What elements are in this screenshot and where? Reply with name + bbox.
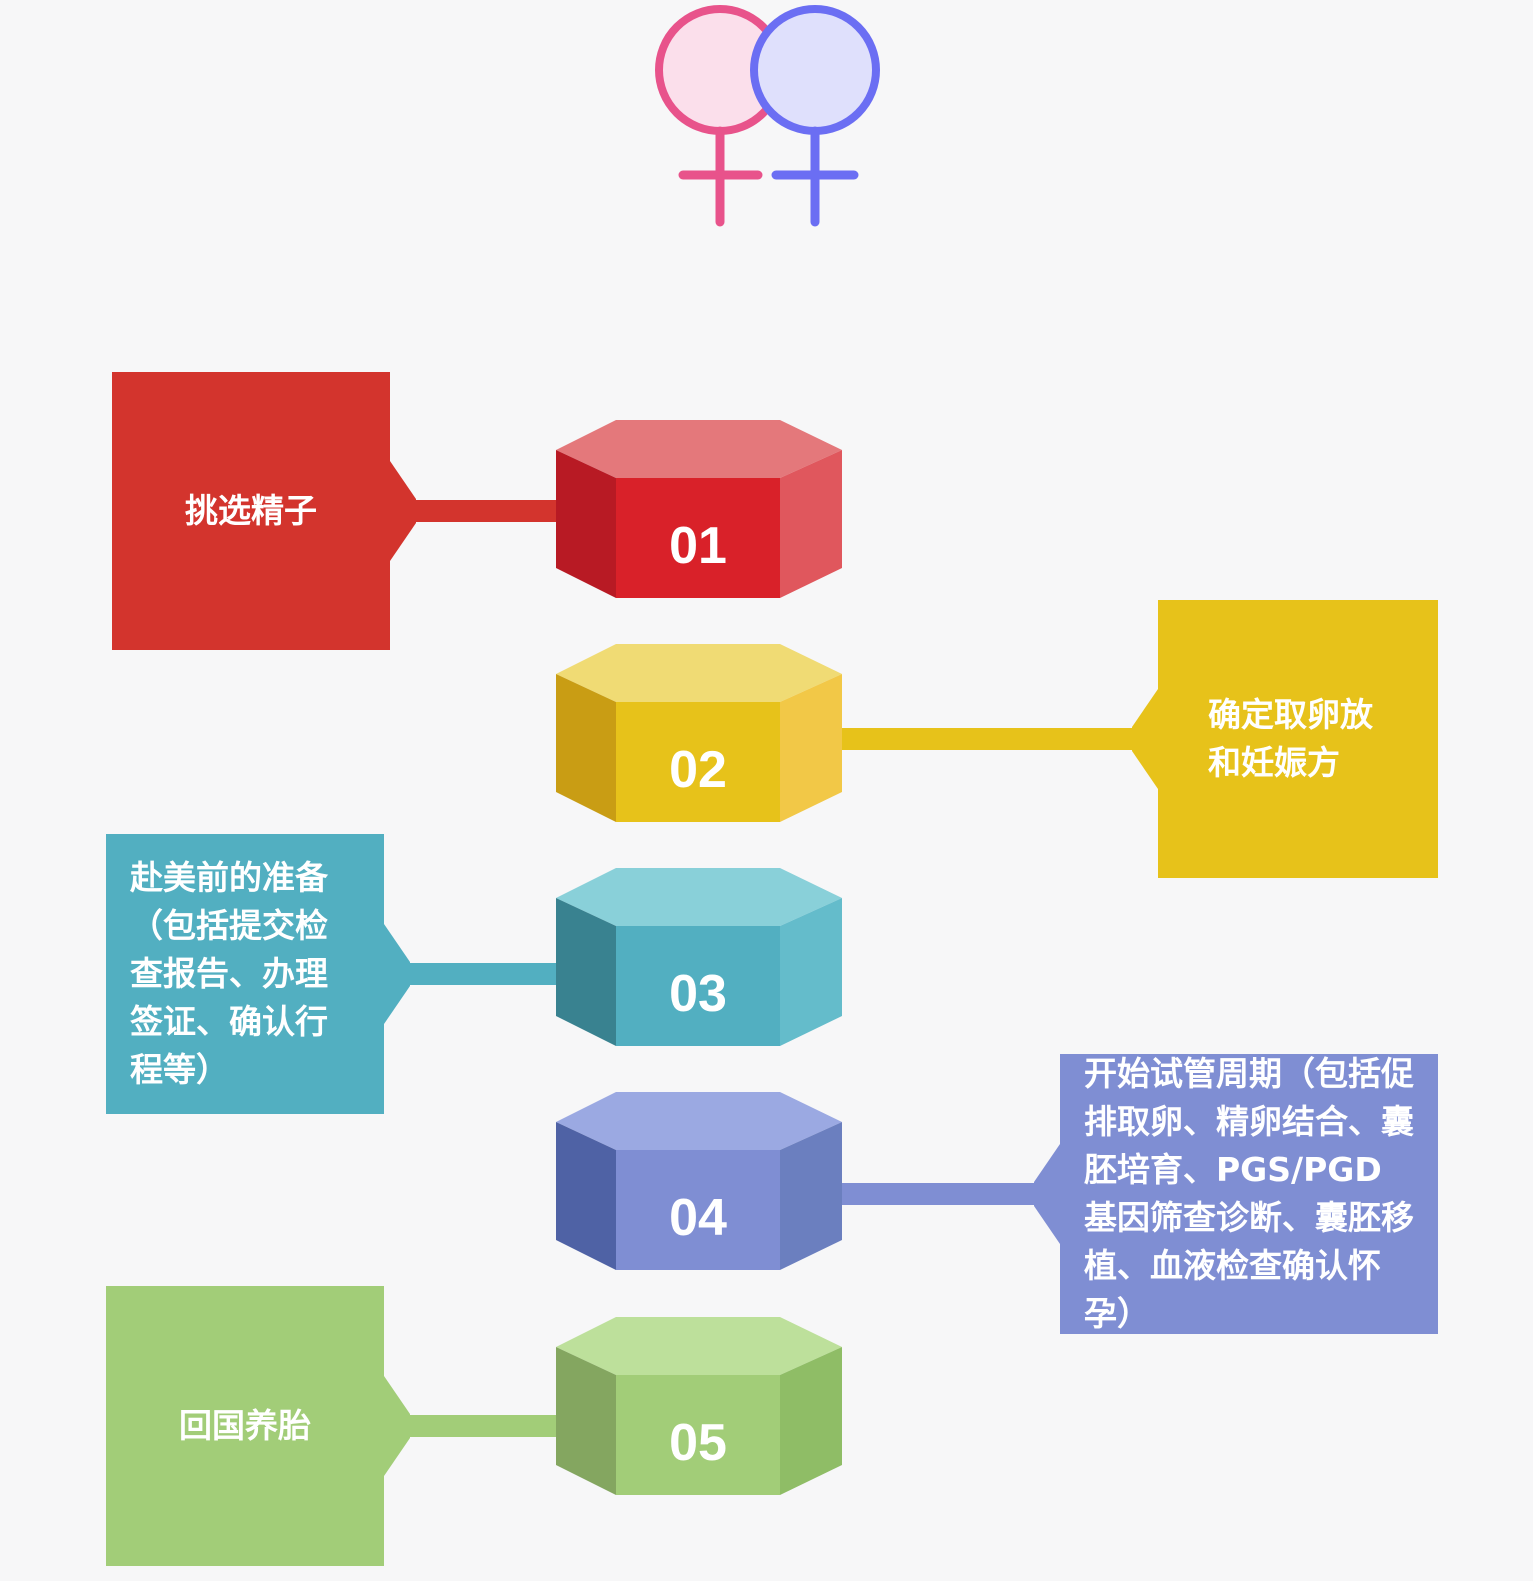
step-03-description-box: 赴美前的准备（包括提交检查报告、办理签证、确认行程等） bbox=[106, 834, 384, 1114]
step-05-prism-right bbox=[780, 1347, 842, 1495]
step-04-description-text: 开始试管周期（包括促排取卵、精卵结合、囊胚培育、PGS/PGD基因筛查诊断、囊胚… bbox=[1084, 1054, 1414, 1333]
step-02-description-text: 确定取卵放和妊娠方 bbox=[1208, 695, 1373, 782]
step-04-description-box: 开始试管周期（包括促排取卵、精卵结合、囊胚培育、PGS/PGD基因筛查诊断、囊胚… bbox=[1060, 1054, 1438, 1334]
step-01-connector bbox=[400, 500, 558, 522]
step-02-number: 02 bbox=[669, 741, 727, 799]
step-02-prism-top bbox=[556, 644, 842, 702]
step-03-description-text: 赴美前的准备（包括提交检查报告、办理签证、确认行程等） bbox=[130, 858, 328, 1089]
step-02-prism-left bbox=[556, 674, 616, 822]
step-04-prism-top bbox=[556, 1092, 842, 1150]
step-02-prism-front bbox=[616, 702, 780, 822]
blue-female-symbol bbox=[750, 5, 880, 227]
step-03-prism-top bbox=[556, 868, 842, 926]
step-05-callout-notch bbox=[384, 1376, 410, 1476]
step-04-prism-left bbox=[556, 1122, 616, 1270]
step-05-connector bbox=[394, 1415, 558, 1437]
step-03-connector bbox=[394, 963, 558, 985]
step-02-callout-notch bbox=[1132, 689, 1158, 789]
step-03-prism-right bbox=[780, 898, 842, 1046]
step-05-number: 05 bbox=[669, 1414, 727, 1472]
step-04-prism-right bbox=[780, 1122, 842, 1270]
step-02-description-box: 确定取卵放和妊娠方 bbox=[1158, 600, 1438, 878]
step-03-prism-left bbox=[556, 898, 616, 1046]
step-05-prism-left bbox=[556, 1347, 616, 1495]
step-02-prism-right bbox=[780, 674, 842, 822]
step-01-prism-right bbox=[780, 450, 842, 598]
step-01-callout-notch bbox=[390, 461, 416, 561]
step-05-description-box: 回国养胎 bbox=[106, 1286, 384, 1566]
step-05-prism-top bbox=[556, 1317, 842, 1375]
step-01-description-text: 挑选精子 bbox=[185, 491, 317, 530]
step-03-prism-front bbox=[616, 926, 780, 1046]
step-01-description-box: 挑选精子 bbox=[112, 372, 390, 650]
step-01-prism-top bbox=[556, 420, 842, 478]
step-02-connector bbox=[840, 728, 1148, 750]
step-01-prism-left bbox=[556, 450, 616, 598]
step-01-prism-front bbox=[616, 478, 780, 598]
step-03-number: 03 bbox=[669, 965, 727, 1023]
step-01-number: 01 bbox=[669, 517, 727, 575]
step-04-number: 04 bbox=[669, 1189, 727, 1247]
double-female-symbol-icon bbox=[655, 5, 880, 227]
step-05-prism-front bbox=[616, 1375, 780, 1495]
step-03-callout-notch bbox=[384, 924, 410, 1024]
step-04-callout-notch bbox=[1034, 1144, 1060, 1244]
step-05-description-text: 回国养胎 bbox=[179, 1406, 311, 1445]
step-04-connector bbox=[840, 1183, 1050, 1205]
step-04-prism-front bbox=[616, 1150, 780, 1270]
